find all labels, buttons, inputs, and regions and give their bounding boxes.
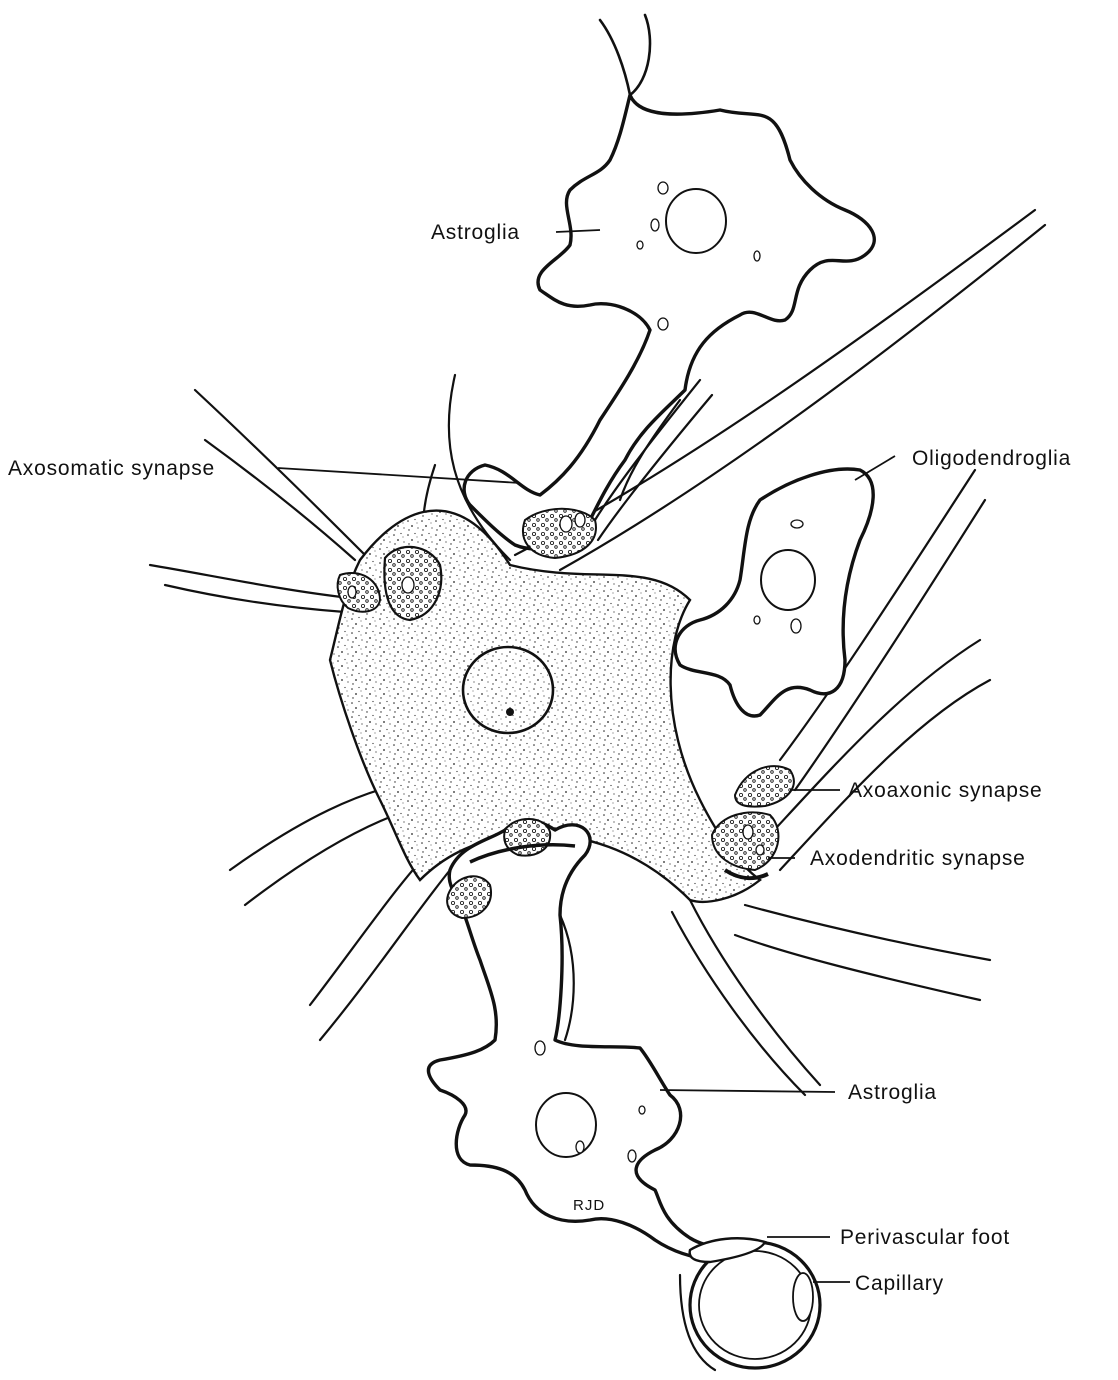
bouton-left-upper-mito [402,577,414,593]
bouton-left-lower-mito [348,586,356,598]
astroglia-bottom-inclusion-1 [535,1041,545,1055]
fiber-lower-right-1 [745,905,990,960]
astroglia-bottom-inclusion-4 [639,1106,645,1114]
neuron-nucleolus [506,708,514,716]
astroglia-top-inclusion-1 [658,182,668,194]
astroglia-top-nucleus [666,189,726,253]
leader-astroglia-bottom [660,1090,835,1092]
synaptic-bouton-top [523,509,596,558]
bouton-axodendritic-mito-2 [756,845,764,855]
oligodendroglia [675,469,873,716]
neuron-nucleus-shading [465,649,551,731]
fiber-axon-down-1 [690,900,820,1085]
label-axoaxonic-synapse: Axoaxonic synapse [848,779,1043,802]
oligodendroglia-inclusion-2 [791,619,801,633]
leader-oligodendroglia [855,456,895,480]
fiber-axon-down-2 [672,912,805,1095]
artist-signature: RJD [573,1197,605,1214]
fiber-lower-left-4 [320,870,450,1040]
oligodendroglia-nucleus [761,550,815,610]
astroglia-top-inclusion-4 [658,318,668,330]
label-oligodendroglia: Oligodendroglia [912,447,1071,470]
astroglia-top-inclusion-5 [754,251,760,261]
label-axodendritic-synapse: Axodendritic synapse [810,847,1026,870]
label-axosomatic-synapse: Axosomatic synapse [8,457,215,480]
fiber-top-left-2 [205,440,355,560]
astroglia-top-inclusion-2 [651,219,659,231]
oligodendroglia-inclusion-3 [754,616,760,624]
label-astroglia-top: Astroglia [431,221,520,244]
fiber-left-2 [165,585,345,612]
label-perivascular-foot: Perivascular foot [840,1226,1010,1249]
bouton-axodendritic-mito [743,825,753,839]
bouton-axoaxonic [735,766,794,806]
oligodendroglia-inclusion-1 [791,520,803,528]
capillary-group [680,1238,820,1370]
fiber-axon-right-4 [780,680,990,870]
fiber-left-1 [150,565,350,598]
astroglia-top-process [600,15,650,95]
fiber-lower-right-2 [735,935,980,1000]
astroglia-top-inclusion-3 [637,241,643,249]
astroglia-bottom-inclusion-2 [576,1141,584,1153]
endothelial-cell [793,1273,813,1321]
fiber-top-left-1 [195,390,370,560]
astroglia-bottom-inclusion-3 [628,1150,636,1162]
label-capillary: Capillary [855,1272,944,1295]
bouton-top-mitochondrion-2 [575,513,585,527]
label-astroglia-bottom: Astroglia [848,1081,937,1104]
bouton-top-mitochondrion [560,516,572,532]
astroglia-bottom-nucleus [536,1093,596,1157]
